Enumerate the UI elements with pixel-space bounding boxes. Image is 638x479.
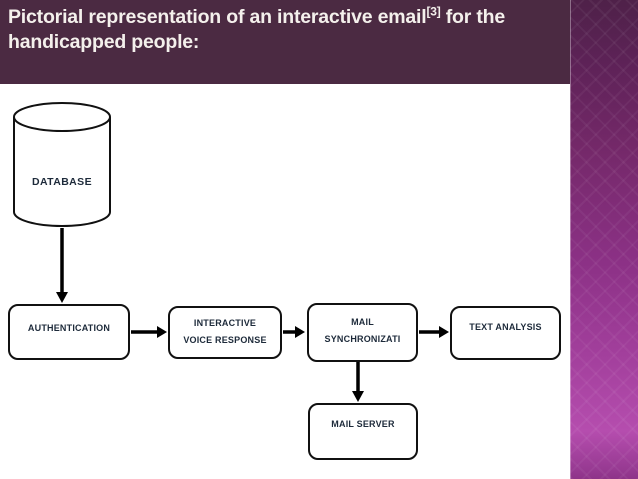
slide-title-line1: Pictorial representation of an interacti… — [8, 5, 560, 30]
node-authentication-label: AUTHENTICATION — [27, 323, 111, 333]
title-citation-superscript: [3] — [426, 4, 441, 19]
node-text-analysis-label: TEXT ANALYSIS — [469, 322, 542, 332]
slide-title-line2: handicapped people: — [8, 31, 200, 53]
title-text-tail: for the — [440, 6, 506, 28]
node-interactive-voice-response-label: INTERACTIVE VOICE RESPONSE — [183, 318, 267, 345]
arrow-database-to-authentication — [56, 228, 68, 303]
title-text: Pictorial representation of an interacti… — [8, 6, 427, 28]
node-mail-server-label: MAIL SERVER — [331, 419, 395, 429]
node-interactive-voice-response: INTERACTIVE VOICE RESPONSE — [168, 306, 282, 359]
arrow-authentication-to-ivr — [131, 326, 167, 338]
database-cylinder-shape — [13, 102, 111, 227]
arrow-mail-sync-to-text-analysis — [419, 326, 449, 338]
arrow-mail-sync-to-mail-server — [352, 362, 364, 402]
node-database-label: DATABASE — [32, 176, 92, 188]
node-text-analysis: TEXT ANALYSIS — [450, 306, 561, 360]
decorative-gradient-strip — [570, 0, 638, 479]
node-authentication: AUTHENTICATION — [8, 304, 130, 360]
arrow-ivr-to-mail-sync — [283, 326, 305, 338]
node-mail-synchronizati: MAIL SYNCHRONIZATI — [307, 303, 418, 362]
node-mail-server: MAIL SERVER — [308, 403, 418, 460]
slide-title-bar: Pictorial representation of an interacti… — [0, 0, 570, 84]
node-mail-synchronizati-label: MAIL SYNCHRONIZATI — [324, 317, 401, 344]
